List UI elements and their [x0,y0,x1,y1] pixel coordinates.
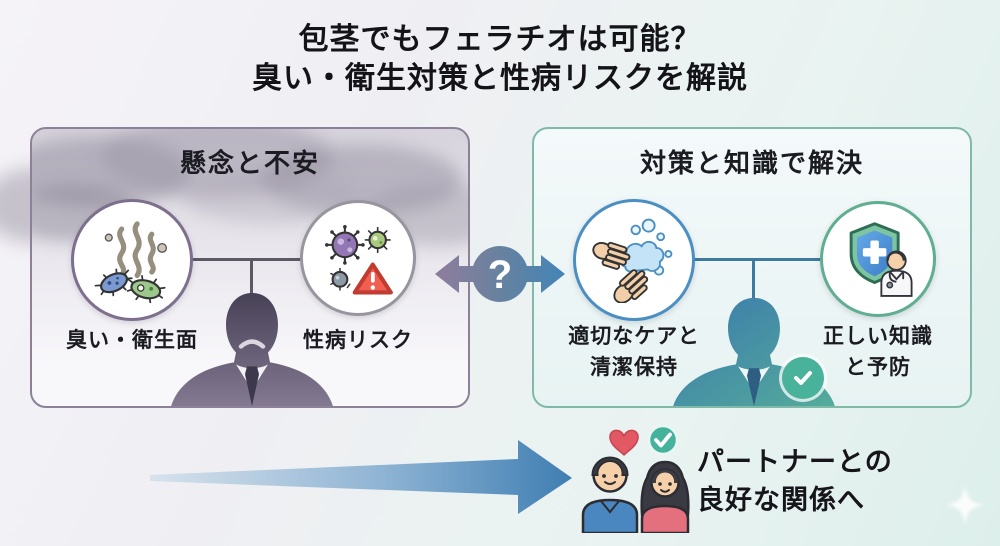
knowledge-circle [820,201,936,317]
knowledge-label: 正しい知識 と予防 [788,321,968,383]
care-label: 適切なケアと 清潔保持 [539,321,729,383]
connector-line [634,258,878,261]
odor-bacteria-icon [94,221,168,303]
solutions-panel: 対策と知識で解決 [532,127,972,408]
connector-line [752,258,755,306]
outcome-line1: パートナーとの [697,447,893,477]
connector-line [132,258,358,261]
outcome-arrow [140,432,580,524]
sparkle-icon [945,485,985,525]
checkmark-icon [794,371,812,385]
couple-illustration [573,420,698,535]
solutions-panel-title: 対策と知識で解決 [639,148,864,178]
odor-hygiene-circle [71,199,193,321]
shield-doctor-icon [849,222,913,297]
odor-hygiene-label: 臭い・衛生面 [66,329,198,352]
concerns-panel-title: 懸念と不安 [179,148,320,178]
connector-line [250,258,253,304]
care-label-line1: 適切なケアと [568,325,700,348]
question-arrow [435,242,565,306]
question-mark: ? [487,253,513,297]
page-title: 包茎でもフェラチオは可能？ 臭い・衛生対策と性病リスクを解説 [0,20,1000,98]
right-arrow-icon [150,440,572,514]
knowledge-label-line2: と予防 [845,356,911,379]
concerns-panel: 懸念と不安 [30,127,470,408]
page-title-line1: 包茎でもフェラチオは可能？ [298,23,702,56]
handwashing-icon [592,218,673,303]
care-label-line2: 清潔保持 [590,356,678,379]
worried-man-silhouette [162,291,342,406]
check-badge [782,357,824,399]
double-arrow-icon [435,246,565,302]
page-title-line2: 臭い・衛生対策と性病リスクを解説 [252,62,748,95]
std-risk-circle [300,200,416,316]
std-virus-warning-icon [325,225,393,295]
outcome-line2: 良好な関係へ [697,485,865,515]
care-circle [573,199,695,321]
std-risk-label: 性病リスク [303,329,413,352]
knowledge-label-line1: 正しい知識 [823,325,933,348]
cloud-decoration [102,129,332,197]
outcome-text: パートナーとの 良好な関係へ [697,443,957,519]
couple-heart-check-icon [581,424,690,535]
